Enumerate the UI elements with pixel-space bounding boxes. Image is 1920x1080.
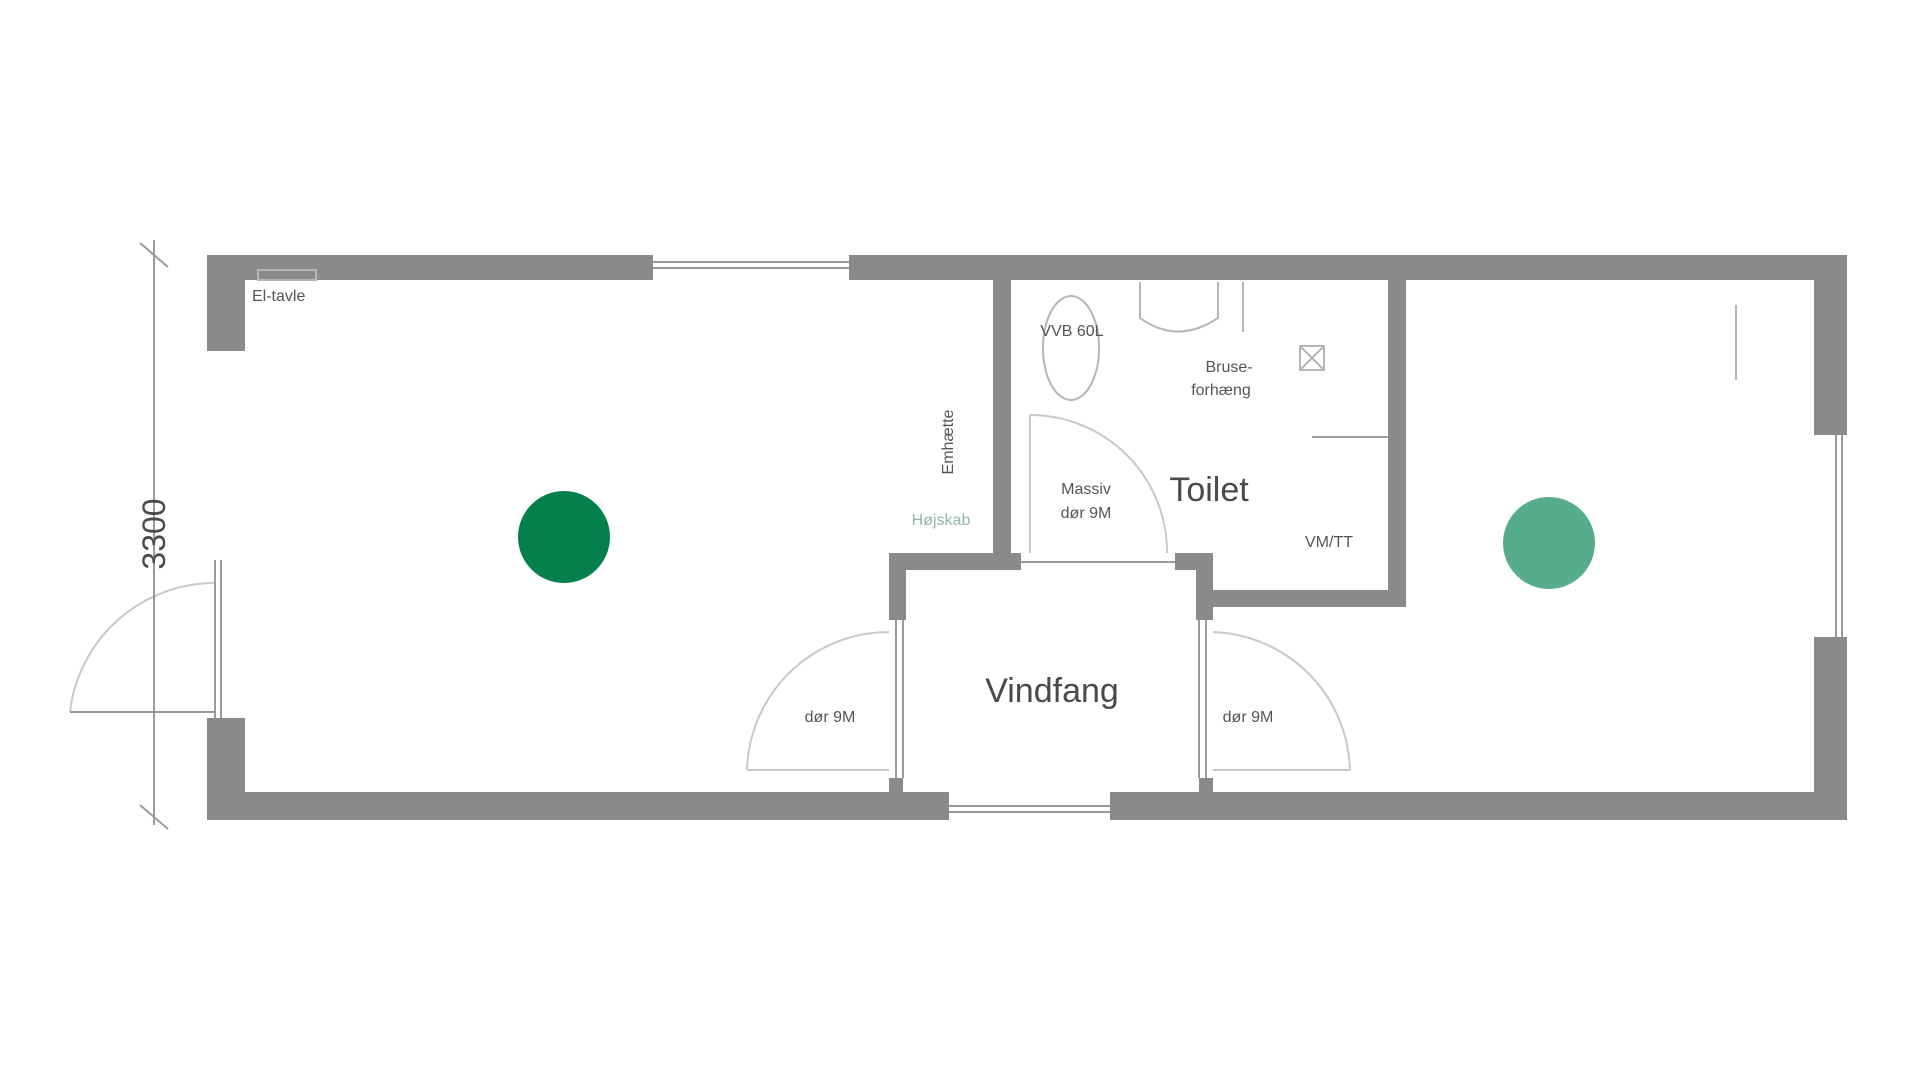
vindfang-sides: [895, 561, 1207, 778]
massiv-label-line1: Massiv: [1061, 481, 1111, 498]
dimension-tick-top: [139, 242, 169, 268]
top-wall-right: [849, 255, 1847, 280]
top-wall-left: [207, 255, 653, 280]
vm-tt-label: VM/TT: [1305, 534, 1353, 551]
interior-walls: [889, 280, 1406, 792]
floor-drain: [1299, 345, 1325, 371]
vvb-label: VVB 60L: [1040, 323, 1103, 340]
hojskab-label: Højskab: [912, 512, 971, 529]
vindfang-right-post: [1199, 778, 1213, 792]
bruse-label-line1: Bruse-: [1205, 359, 1252, 376]
right-wall-upper: [1814, 255, 1847, 435]
vindfang-left-stub: [889, 553, 906, 620]
vindfang-left-post: [889, 778, 903, 792]
dimension-line: [139, 240, 169, 830]
bottom-wall-right: [1110, 792, 1847, 820]
bathroom-right-wall: [1388, 280, 1406, 607]
doors: [69, 414, 1351, 771]
vindfang-label: Vindfang: [985, 672, 1119, 710]
fixtures: [257, 269, 1737, 438]
left-door-label: dør 9M: [805, 709, 856, 726]
sink: [1139, 282, 1219, 333]
vindfang-right-door-swing: [1212, 631, 1351, 771]
toilet-label: Toilet: [1169, 471, 1249, 509]
el-tavle-panel: [257, 269, 317, 281]
marker-light-green: [1503, 497, 1595, 589]
outer-walls: [207, 255, 1847, 820]
dimension-tick-bottom: [139, 804, 169, 830]
bathroom-door-swing: [1029, 414, 1169, 554]
marker-dark-green: [518, 491, 610, 583]
entrance-door-swing: [69, 582, 216, 713]
floor-drain-x2: [1299, 345, 1325, 371]
kitchen-partition: [993, 280, 1011, 570]
left-wall-upper: [207, 255, 245, 351]
vindfang-right-stub: [1196, 553, 1213, 620]
window-openings: [653, 261, 1843, 813]
bathroom-bottom-wall: [1213, 590, 1406, 607]
right-door-label: dør 9M: [1223, 709, 1274, 726]
vindfang-top-left: [889, 553, 1021, 570]
massiv-label-line2: dør 9M: [1061, 505, 1112, 522]
bruse-label-line2: forhæng: [1191, 382, 1251, 399]
emhaette-label: Emhætte: [940, 409, 957, 474]
dimension-label: 3300: [136, 498, 172, 569]
el-tavle-label: El-tavle: [252, 288, 305, 305]
vindfang-left-door-swing: [746, 631, 890, 771]
bottom-wall-left: [207, 792, 949, 820]
labels: El-tavle VVB 60L Bruse- forhæng Emhætte …: [136, 288, 1353, 726]
right-wall-lower: [1814, 637, 1847, 820]
water-heater: [1042, 295, 1100, 401]
